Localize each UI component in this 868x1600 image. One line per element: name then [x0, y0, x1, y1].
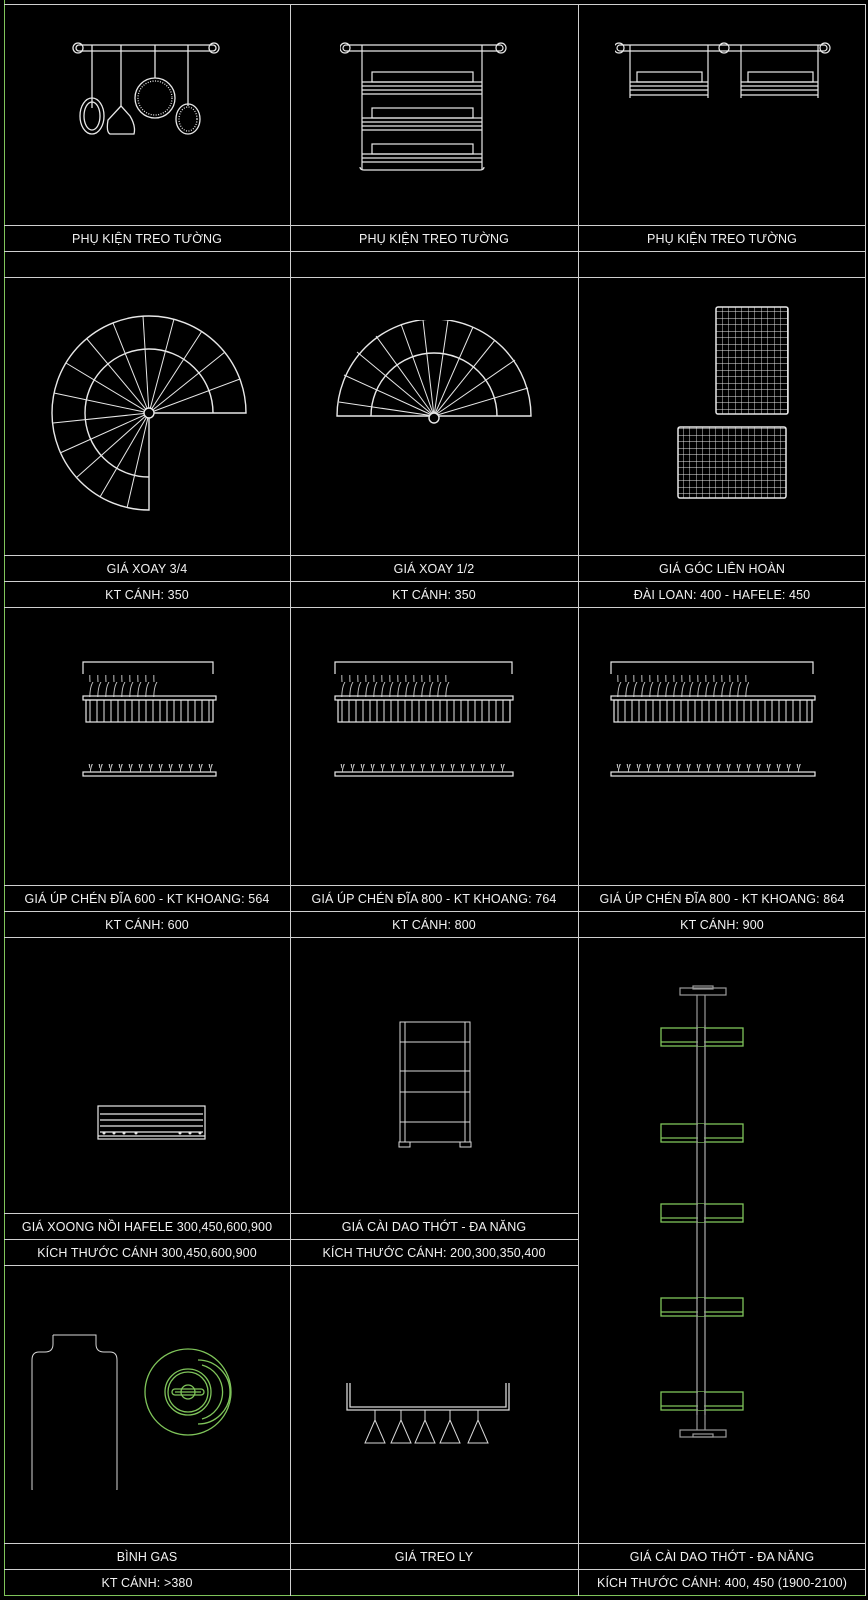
pot-rack-icon	[97, 1105, 206, 1140]
row-line	[4, 937, 866, 938]
tall-pole-rack-icon	[660, 985, 744, 1438]
row-line	[4, 1265, 578, 1266]
left-border-green	[4, 0, 5, 1596]
row-line	[4, 581, 866, 582]
carousel-half-icon	[336, 320, 532, 424]
cell-subtitle: KÍCH THƯỚC CÁNH: 200,300,350,400	[322, 1246, 546, 1260]
corner-wire-baskets-icon	[677, 306, 789, 499]
wall-rail-two-baskets-icon	[615, 42, 831, 98]
knife-board-rack-icon	[398, 1021, 472, 1148]
cell-subtitle: KT CÁNH: >380	[101, 1576, 193, 1590]
cell-title: GIÁ TREO LY	[394, 1550, 474, 1564]
top-border	[4, 4, 866, 5]
cell-title: PHỤ KIỆN TREO TƯỜNG	[647, 232, 797, 246]
dish-rack-900-icon	[610, 661, 816, 777]
cell-subtitle: KT CÁNH: 800	[392, 918, 476, 932]
cell-title: GIÁ XOAY 3/4	[106, 562, 188, 576]
row-line	[4, 885, 866, 886]
row-line	[4, 1239, 578, 1240]
row-line	[4, 225, 866, 226]
row-line	[4, 607, 866, 608]
cell-subtitle: KT CÁNH: 350	[392, 588, 476, 602]
column-divider-1	[290, 4, 291, 1596]
row-line	[4, 277, 866, 278]
cell-subtitle: KT CÁNH: 600	[105, 918, 189, 932]
row-line	[4, 251, 866, 252]
cell-title: PHỤ KIỆN TREO TƯỜNG	[72, 232, 222, 246]
dish-rack-600-icon	[82, 661, 217, 777]
right-border	[865, 4, 866, 1596]
row-line	[4, 1569, 866, 1570]
column-divider-2	[578, 4, 579, 1596]
cell-subtitle	[290, 1571, 578, 1595]
glass-hanger-icon	[346, 1383, 510, 1444]
row-line	[4, 1213, 578, 1214]
cell-subtitle: ĐÀI LOAN: 400 - HAFELE: 450	[633, 588, 811, 602]
cell-subtitle: KÍCH THƯỚC CÁNH 300,450,600,900	[37, 1246, 257, 1260]
cell-title: GIÁ CÀI DAO THỚT - ĐA NĂNG	[341, 1220, 527, 1234]
cell-subtitle: KT CÁNH: 350	[105, 588, 189, 602]
cell-title: GIÁ CÀI DAO THỚT - ĐA NĂNG	[629, 1550, 815, 1564]
bottom-border-green	[4, 1595, 866, 1596]
cell-title: GIÁ ÚP CHÉN ĐĨA 800 - KT KHOANG: 764	[311, 892, 557, 906]
cell-title: GIÁ ÚP CHÉN ĐĨA 600 - KT KHOANG: 564	[24, 892, 270, 906]
gas-cylinder-icon	[31, 1334, 232, 1490]
cell-subtitle: KT CÁNH: 900	[680, 918, 764, 932]
cell-title: PHỤ KIỆN TREO TƯỜNG	[359, 232, 509, 246]
row-line	[4, 555, 866, 556]
row-line	[4, 911, 866, 912]
wall-rail-utensils-icon	[72, 42, 220, 135]
cell-title: GIÁ XOAY 1/2	[393, 562, 475, 576]
row-line	[4, 1543, 866, 1544]
dish-rack-800-icon	[334, 661, 514, 777]
carousel-three-quarter-icon	[51, 315, 247, 511]
cell-title: BÌNH GAS	[116, 1550, 178, 1564]
cell-title: GIÁ ÚP CHÉN ĐĨA 800 - KT KHOANG: 864	[599, 892, 845, 906]
wall-rail-three-baskets-icon	[340, 42, 507, 171]
cell-title: GIÁ XOONG NỒI HAFELE 300,450,600,900	[21, 1220, 273, 1234]
cell-title: GIÁ GÓC LIÊN HOÀN	[658, 562, 786, 576]
cell-subtitle: KÍCH THƯỚC CÁNH: 400, 450 (1900-2100)	[597, 1576, 847, 1590]
